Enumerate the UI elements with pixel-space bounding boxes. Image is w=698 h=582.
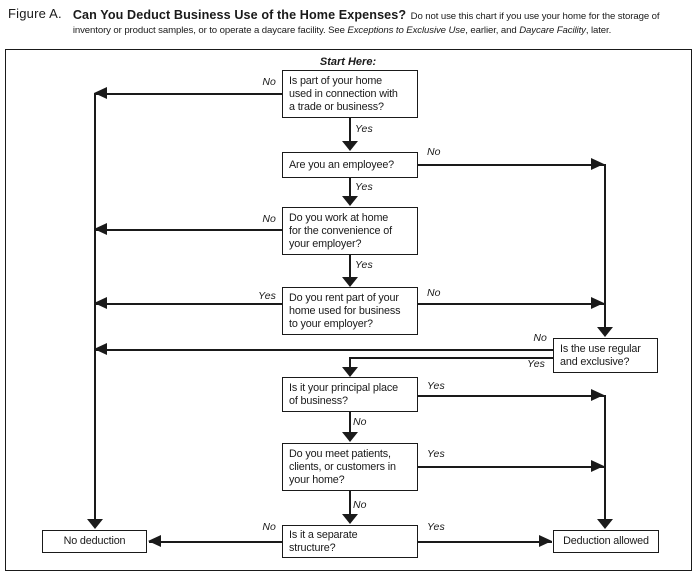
edge-regular-yes-vertical bbox=[349, 357, 351, 368]
note-part: , earlier, and bbox=[465, 25, 520, 36]
node-principal-place: Is it your principal place of business? bbox=[282, 377, 418, 412]
figure-note-line1: Do not use this chart if you use your ho… bbox=[410, 11, 660, 22]
figure-label: Figure A. bbox=[8, 6, 62, 21]
figure-note-line2: inventory or product samples, or to oper… bbox=[73, 25, 660, 36]
arrowhead-principal-yes bbox=[591, 389, 604, 401]
label-regular-no: No bbox=[533, 332, 547, 344]
edge-employee-no bbox=[418, 164, 604, 166]
node-employee: Are you an employee? bbox=[282, 152, 418, 178]
node-convenience-of-employer: Do you work at home for the convenience … bbox=[282, 207, 418, 255]
arrowhead-employee-yes bbox=[342, 196, 358, 206]
edge-principal-yes bbox=[418, 395, 604, 397]
arrowhead-patients-no bbox=[342, 514, 358, 524]
arrowhead-trade-yes bbox=[342, 141, 358, 151]
node-trade-or-business: Is part of your home used in connection … bbox=[282, 70, 418, 118]
arrowhead-convenience-no bbox=[94, 223, 107, 235]
arrowhead-separate-yes bbox=[539, 535, 552, 547]
label-patients-no: No bbox=[353, 499, 367, 511]
arrowhead-rent-yes bbox=[94, 297, 107, 309]
arrowhead-employee-no bbox=[591, 158, 604, 170]
arrowhead-into-regular-exclusive bbox=[597, 327, 613, 337]
arrowhead-into-deduction-allowed bbox=[597, 519, 613, 529]
label-trade-no: No bbox=[262, 76, 276, 88]
edge-rent-no bbox=[418, 303, 604, 305]
figure-header-text: Can You Deduct Business Use of the Home … bbox=[73, 6, 660, 36]
flowchart-border bbox=[5, 49, 692, 571]
edge-rent-yes bbox=[95, 303, 282, 305]
start-here-label: Start Here: bbox=[319, 56, 377, 68]
note-italic-daycare: Daycare Facility bbox=[519, 25, 586, 36]
edge-employee-yes bbox=[349, 178, 351, 196]
label-separate-no: No bbox=[262, 521, 276, 533]
arrowhead-rent-no bbox=[591, 297, 604, 309]
edge-right-trunk-lower bbox=[604, 395, 606, 519]
label-convenience-yes: Yes bbox=[355, 259, 373, 271]
node-meet-patients: Do you meet patients, clients, or custom… bbox=[282, 443, 418, 491]
edge-convenience-no bbox=[95, 229, 282, 231]
edge-principal-no bbox=[349, 412, 351, 432]
edge-trade-yes bbox=[349, 118, 351, 141]
label-regular-yes: Yes bbox=[527, 358, 545, 370]
arrowhead-separate-no bbox=[148, 535, 161, 547]
edge-separate-no bbox=[149, 541, 282, 543]
note-part: inventory or product samples, or to oper… bbox=[72, 25, 348, 36]
label-separate-yes: Yes bbox=[427, 521, 445, 533]
arrowhead-convenience-yes bbox=[342, 277, 358, 287]
edge-convenience-yes bbox=[349, 255, 351, 277]
arrowhead-into-principal-place bbox=[342, 367, 358, 377]
label-rent-yes: Yes bbox=[258, 290, 276, 302]
edge-regular-no bbox=[95, 349, 553, 351]
node-separate-structure: Is it a separate structure? bbox=[282, 525, 418, 558]
figure-title: Can You Deduct Business Use of the Home … bbox=[72, 8, 407, 22]
label-employee-no: No bbox=[427, 146, 441, 158]
arrowhead-patients-yes bbox=[591, 460, 604, 472]
node-regular-and-exclusive: Is the use regular and exclusive? bbox=[553, 338, 658, 373]
note-part: , later. bbox=[585, 25, 612, 36]
label-patients-yes: Yes bbox=[427, 448, 445, 460]
arrowhead-principal-no bbox=[342, 432, 358, 442]
label-employee-yes: Yes bbox=[355, 181, 373, 193]
label-trade-yes: Yes bbox=[355, 123, 373, 135]
arrowhead-regular-no bbox=[94, 343, 107, 355]
label-rent-no: No bbox=[427, 287, 441, 299]
edge-patients-no bbox=[349, 491, 351, 514]
edge-trade-no bbox=[95, 93, 282, 95]
node-rent-to-employer: Do you rent part of your home used for b… bbox=[282, 287, 418, 335]
arrowhead-into-no-deduction bbox=[87, 519, 103, 529]
edge-patients-yes bbox=[418, 466, 604, 468]
label-principal-no: No bbox=[353, 416, 367, 428]
node-no-deduction: No deduction bbox=[42, 530, 147, 553]
figure-title-line: Can You Deduct Business Use of the Home … bbox=[73, 6, 660, 24]
edge-separate-yes bbox=[418, 541, 552, 543]
node-deduction-allowed: Deduction allowed bbox=[553, 530, 659, 553]
edge-right-trunk-upper bbox=[604, 164, 606, 327]
edge-regular-yes-horizontal bbox=[349, 357, 553, 359]
arrowhead-trade-no bbox=[94, 87, 107, 99]
label-principal-yes: Yes bbox=[427, 380, 445, 392]
figure-header: Figure A. Can You Deduct Business Use of… bbox=[8, 6, 660, 36]
note-italic-exceptions: Exceptions to Exclusive Use bbox=[347, 25, 466, 36]
label-convenience-no: No bbox=[262, 213, 276, 225]
